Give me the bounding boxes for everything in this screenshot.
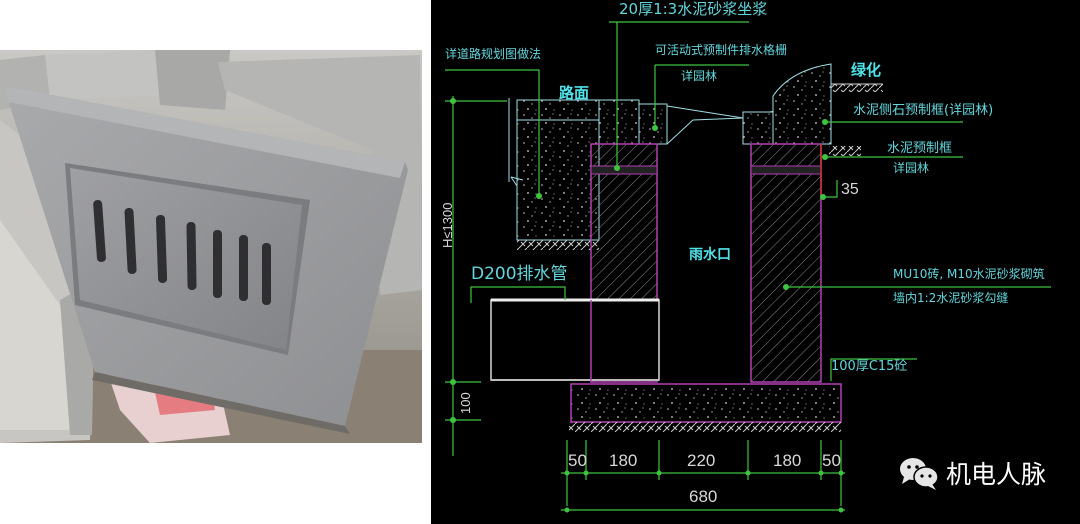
dimension-height: H≤1300 [440,202,455,248]
dimension-segment: 220 [687,451,716,470]
photo-illustration [0,50,422,443]
label-road-plan-ref: 详道路规划图做法 [445,47,542,61]
label-curb-frame: 水泥侧石预制框(详园林) [853,103,994,118]
label-brick-masonry: MU10砖, M10水泥砂浆砌筑 [893,267,1045,281]
cad-section-drawing: 20厚1:3水泥砂浆坐浆 详道路规划图做法 可活动式预制件排水格栅 详园林 路面… [431,0,1080,524]
precast-grate-photo [0,50,422,443]
dimension-segment: 180 [609,451,638,470]
label-rainwater-inlet: 雨水口 [689,247,731,263]
label-grate: 可活动式预制件排水格栅 [655,43,788,57]
dimension-segment: 180 [773,451,802,470]
dimension-segment: 50 [822,451,841,470]
label-mortar-bed: 20厚1:3水泥砂浆坐浆 [619,0,768,18]
dimension-segment: 50 [568,451,587,470]
grate-slots [93,199,271,305]
watermark: 机电人脉 [898,455,1046,491]
label-grate-ref: 详园林 [681,69,718,83]
watermark-label: 机电人脉 [946,460,1047,489]
wechat-icon [900,458,939,490]
dimension-35: 35 [841,181,859,198]
label-precast-frame-ref: 详园林 [893,161,930,175]
label-greening: 绿化 [851,61,882,79]
dimension-total: 680 [689,487,718,506]
label-drain-pipe: D200排水管 [471,264,568,284]
label-concrete-base: 100厚C15砼 [831,359,908,374]
label-pointing: 墙内1:2水泥砂浆勾缝 [893,291,1009,305]
label-road-surface: 路面 [559,84,590,102]
dimension-base-thickness: 100 [458,392,473,414]
drawing-linework [445,21,1051,513]
label-precast-frame: 水泥预制框 [887,141,953,156]
